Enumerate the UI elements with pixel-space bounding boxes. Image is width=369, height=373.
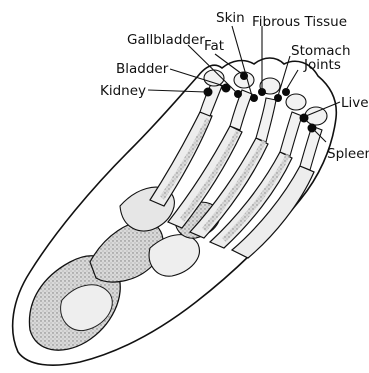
label-bladder: Bladder [116, 61, 169, 77]
label-fibrous-tissue: Fibrous Tissue [252, 14, 347, 30]
label-spleen: Spleen [327, 146, 369, 162]
label-fat: Fat [204, 38, 224, 54]
marker-liver [300, 114, 309, 123]
label-kidney: Kidney [100, 83, 146, 99]
label-joints: Joints [303, 57, 341, 73]
label-liver: Liver [341, 95, 369, 111]
label-gallbladder: Gallbladder [127, 32, 205, 48]
label-skin: Skin [216, 10, 245, 26]
